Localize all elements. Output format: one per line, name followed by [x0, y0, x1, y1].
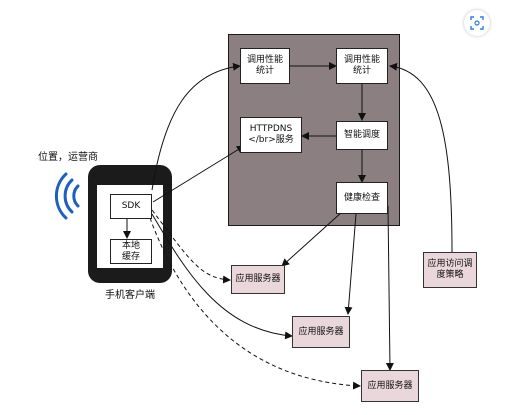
edge-health-server1 — [281, 211, 343, 267]
phone-client-label: 手机客户端 — [105, 290, 155, 301]
edge-httpdns-sdk — [152, 145, 245, 203]
perf-stats-node-2: 调用性能 统计 — [336, 48, 388, 84]
edge-sdk-perf — [151, 62, 241, 191]
app-server-node-3: 应用服务器 — [361, 370, 419, 402]
scan-icon[interactable] — [464, 10, 490, 36]
edge-policy-perf2 — [389, 62, 453, 253]
edge-sdk-server3-dashed — [149, 217, 361, 390]
health-check-node: 健康检查 — [336, 182, 388, 214]
edge-sdk-server2-solid — [151, 213, 293, 340]
edge-sdk-server1-dashed — [151, 209, 231, 284]
sdk-node: SDK — [110, 194, 152, 219]
app-server-node-1: 应用服务器 — [231, 265, 285, 294]
edge-health-server3 — [385, 205, 394, 371]
scan-icon-glyph — [470, 16, 484, 30]
location-carrier-label: 位置，运营商 — [38, 152, 98, 163]
wifi-signal-icon — [54, 172, 80, 220]
httpdns-node: HTTPDNS </br>服务 — [240, 117, 302, 153]
access-policy-node: 应用访问调 度策略 — [423, 252, 477, 288]
perf-stats-node-1: 调用性能 统计 — [240, 48, 290, 84]
smart-schedule-node: 智能调度 — [336, 121, 388, 150]
local-cache-node: 本地 缓存 — [110, 239, 152, 264]
app-server-node-2: 应用服务器 — [292, 316, 350, 348]
edge-health-server2 — [344, 213, 357, 315]
